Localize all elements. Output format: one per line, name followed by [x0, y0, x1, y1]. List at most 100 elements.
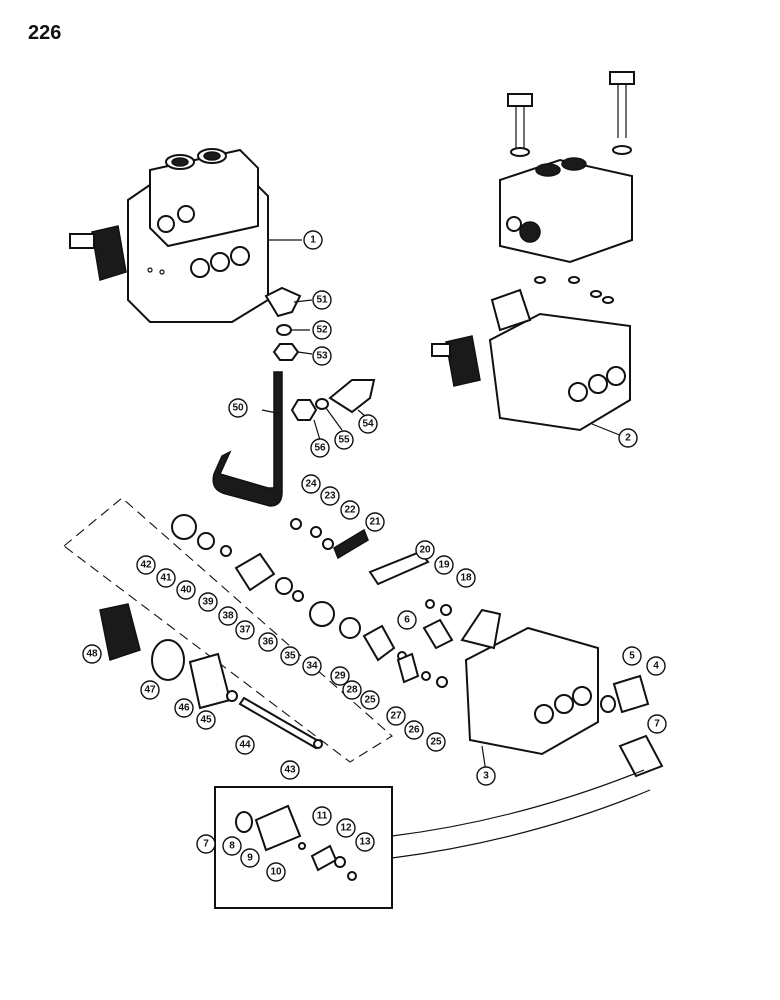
svg-text:46: 46: [178, 703, 190, 714]
callout-52: 52: [312, 320, 332, 340]
valve-assembly-2: [431, 276, 631, 432]
svg-text:9: 9: [247, 853, 253, 864]
svg-text:25: 25: [430, 737, 442, 748]
svg-text:52: 52: [316, 325, 328, 336]
fittings-group: [212, 286, 376, 507]
svg-text:24: 24: [305, 479, 317, 490]
callout-36: 36: [258, 632, 278, 652]
callout-42: 42: [136, 555, 156, 575]
callout-7: 7: [647, 714, 667, 734]
callout-18: 18: [456, 568, 476, 588]
svg-text:2: 2: [625, 433, 631, 444]
callout-25: 25: [426, 732, 446, 752]
callout-53: 53: [312, 346, 332, 366]
svg-text:7: 7: [654, 719, 660, 730]
svg-text:7: 7: [203, 839, 209, 850]
svg-text:55: 55: [338, 435, 350, 446]
callout-35: 35: [280, 646, 300, 666]
callout-6: 6: [397, 610, 417, 630]
svg-text:34: 34: [306, 661, 318, 672]
callout-50: 50: [228, 398, 248, 418]
svg-text:27: 27: [390, 711, 402, 722]
callout-24: 24: [301, 474, 321, 494]
valve-assembly-1: [69, 148, 269, 323]
callout-10: 10: [266, 862, 286, 882]
callout-11: 11: [312, 806, 332, 826]
valve-cover-upper-right: [499, 71, 635, 264]
svg-text:23: 23: [324, 491, 336, 502]
callout-20: 20: [415, 540, 435, 560]
callout-38: 38: [218, 606, 238, 626]
callout-2: 2: [618, 428, 638, 448]
svg-text:22: 22: [344, 505, 356, 516]
callout-46: 46: [174, 698, 194, 718]
callout-40: 40: [176, 580, 196, 600]
callout-37: 37: [235, 620, 255, 640]
svg-text:43: 43: [284, 765, 296, 776]
svg-text:18: 18: [460, 573, 472, 584]
callout-21: 21: [365, 512, 385, 532]
svg-text:42: 42: [140, 560, 152, 571]
svg-text:5: 5: [629, 651, 635, 662]
svg-text:21: 21: [369, 517, 381, 528]
callout-22: 22: [340, 500, 360, 520]
svg-text:53: 53: [316, 351, 328, 362]
svg-text:50: 50: [232, 403, 244, 414]
callout-43: 43: [280, 760, 300, 780]
svg-text:20: 20: [419, 545, 431, 556]
callout-8: 8: [222, 836, 242, 856]
svg-text:39: 39: [202, 597, 214, 608]
svg-text:6: 6: [404, 615, 410, 626]
callout-29: 29: [330, 666, 350, 686]
svg-text:56: 56: [314, 443, 326, 454]
callout-9: 9: [240, 848, 260, 868]
svg-text:3: 3: [483, 771, 489, 782]
callout-47: 47: [140, 680, 160, 700]
callout-28: 28: [342, 680, 362, 700]
svg-text:4: 4: [653, 661, 659, 672]
svg-text:28: 28: [346, 685, 358, 696]
callout-48: 48: [82, 644, 102, 664]
svg-text:12: 12: [340, 823, 352, 834]
callout-1: 1: [303, 230, 323, 250]
svg-text:54: 54: [362, 419, 374, 430]
svg-text:45: 45: [200, 715, 212, 726]
spool-parts-group: [63, 497, 454, 763]
svg-text:47: 47: [144, 685, 156, 696]
svg-text:48: 48: [86, 649, 98, 660]
svg-text:36: 36: [262, 637, 274, 648]
callout-3: 3: [476, 766, 496, 786]
callout-34: 34: [302, 656, 322, 676]
svg-text:26: 26: [408, 725, 420, 736]
page-number: 226: [28, 22, 62, 44]
svg-text:25: 25: [364, 695, 376, 706]
callout-45: 45: [196, 710, 216, 730]
relief-valve-inset: [214, 769, 651, 909]
svg-text:38: 38: [222, 611, 234, 622]
svg-text:35: 35: [284, 651, 296, 662]
svg-text:11: 11: [317, 811, 328, 822]
callout-26: 26: [404, 720, 424, 740]
callout-39: 39: [198, 592, 218, 612]
callout-19: 19: [434, 555, 454, 575]
callout-7: 7: [196, 834, 216, 854]
callout-41: 41: [156, 568, 176, 588]
valve-body-3: [460, 608, 664, 778]
callout-12: 12: [336, 818, 356, 838]
svg-text:10: 10: [270, 867, 282, 878]
callout-13: 13: [355, 832, 375, 852]
callout-51: 51: [312, 290, 332, 310]
callout-5: 5: [622, 646, 642, 666]
callouts: 1 2 3 4 5 6 7 7 8 9 10 11 12 13 18 19 20…: [82, 230, 667, 882]
callout-27: 27: [386, 706, 406, 726]
svg-text:37: 37: [239, 625, 251, 636]
svg-text:51: 51: [316, 295, 328, 306]
svg-text:19: 19: [438, 560, 450, 571]
svg-text:40: 40: [180, 585, 192, 596]
callout-23: 23: [320, 486, 340, 506]
callout-54: 54: [358, 414, 378, 434]
callout-4: 4: [646, 656, 666, 676]
callout-56: 56: [310, 438, 330, 458]
svg-text:8: 8: [229, 841, 235, 852]
